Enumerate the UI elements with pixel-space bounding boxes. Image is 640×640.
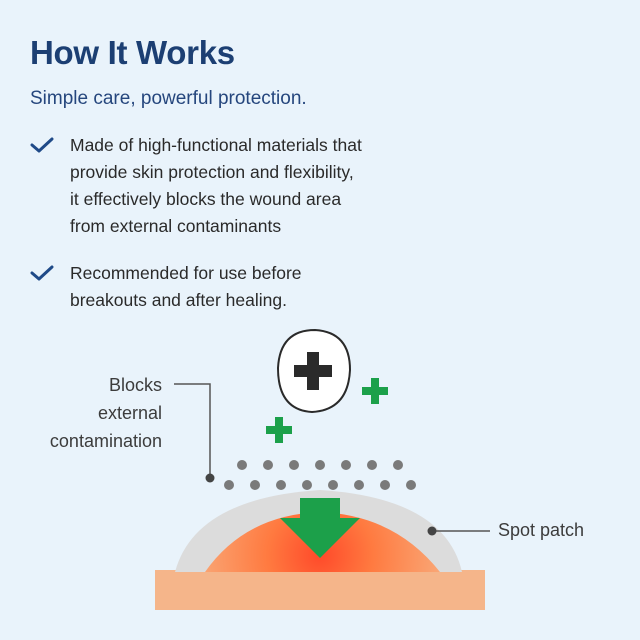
plus-icon [266,417,292,443]
page-title: How It Works [30,34,235,71]
blocks-contamination-label: Blocks external contamination [2,371,162,455]
check-icon [30,137,54,153]
feature-line: it effectively blocks the wound area [70,189,342,209]
label-line: Blocks [108,375,162,395]
label-line: contamination [49,431,162,451]
blocks-leader-line [174,383,211,478]
feature-item: Made of high-functional materials that p… [30,132,430,240]
feature-text: Recommended for use before breakouts and… [70,260,430,314]
feature-text: Made of high-functional materials that p… [70,132,430,240]
feature-line: Made of high-functional materials that [70,135,362,155]
feature-line: Recommended for use before [70,263,302,283]
label-line: external [97,403,162,423]
contaminant-dots [224,460,416,490]
feature-line: breakouts and after healing. [70,290,287,310]
feature-line: provide skin protection and flexibility, [70,162,354,182]
feature-item: Recommended for use before breakouts and… [30,260,430,314]
check-icon [30,265,54,281]
skin-base [155,570,485,610]
spot-patch-label: Spot patch [498,520,585,540]
plus-icon [362,378,388,404]
down-arrow-icon [280,498,360,558]
feature-line: from external contaminants [70,216,282,236]
page-subtitle: Simple care, powerful protection. [30,88,307,109]
